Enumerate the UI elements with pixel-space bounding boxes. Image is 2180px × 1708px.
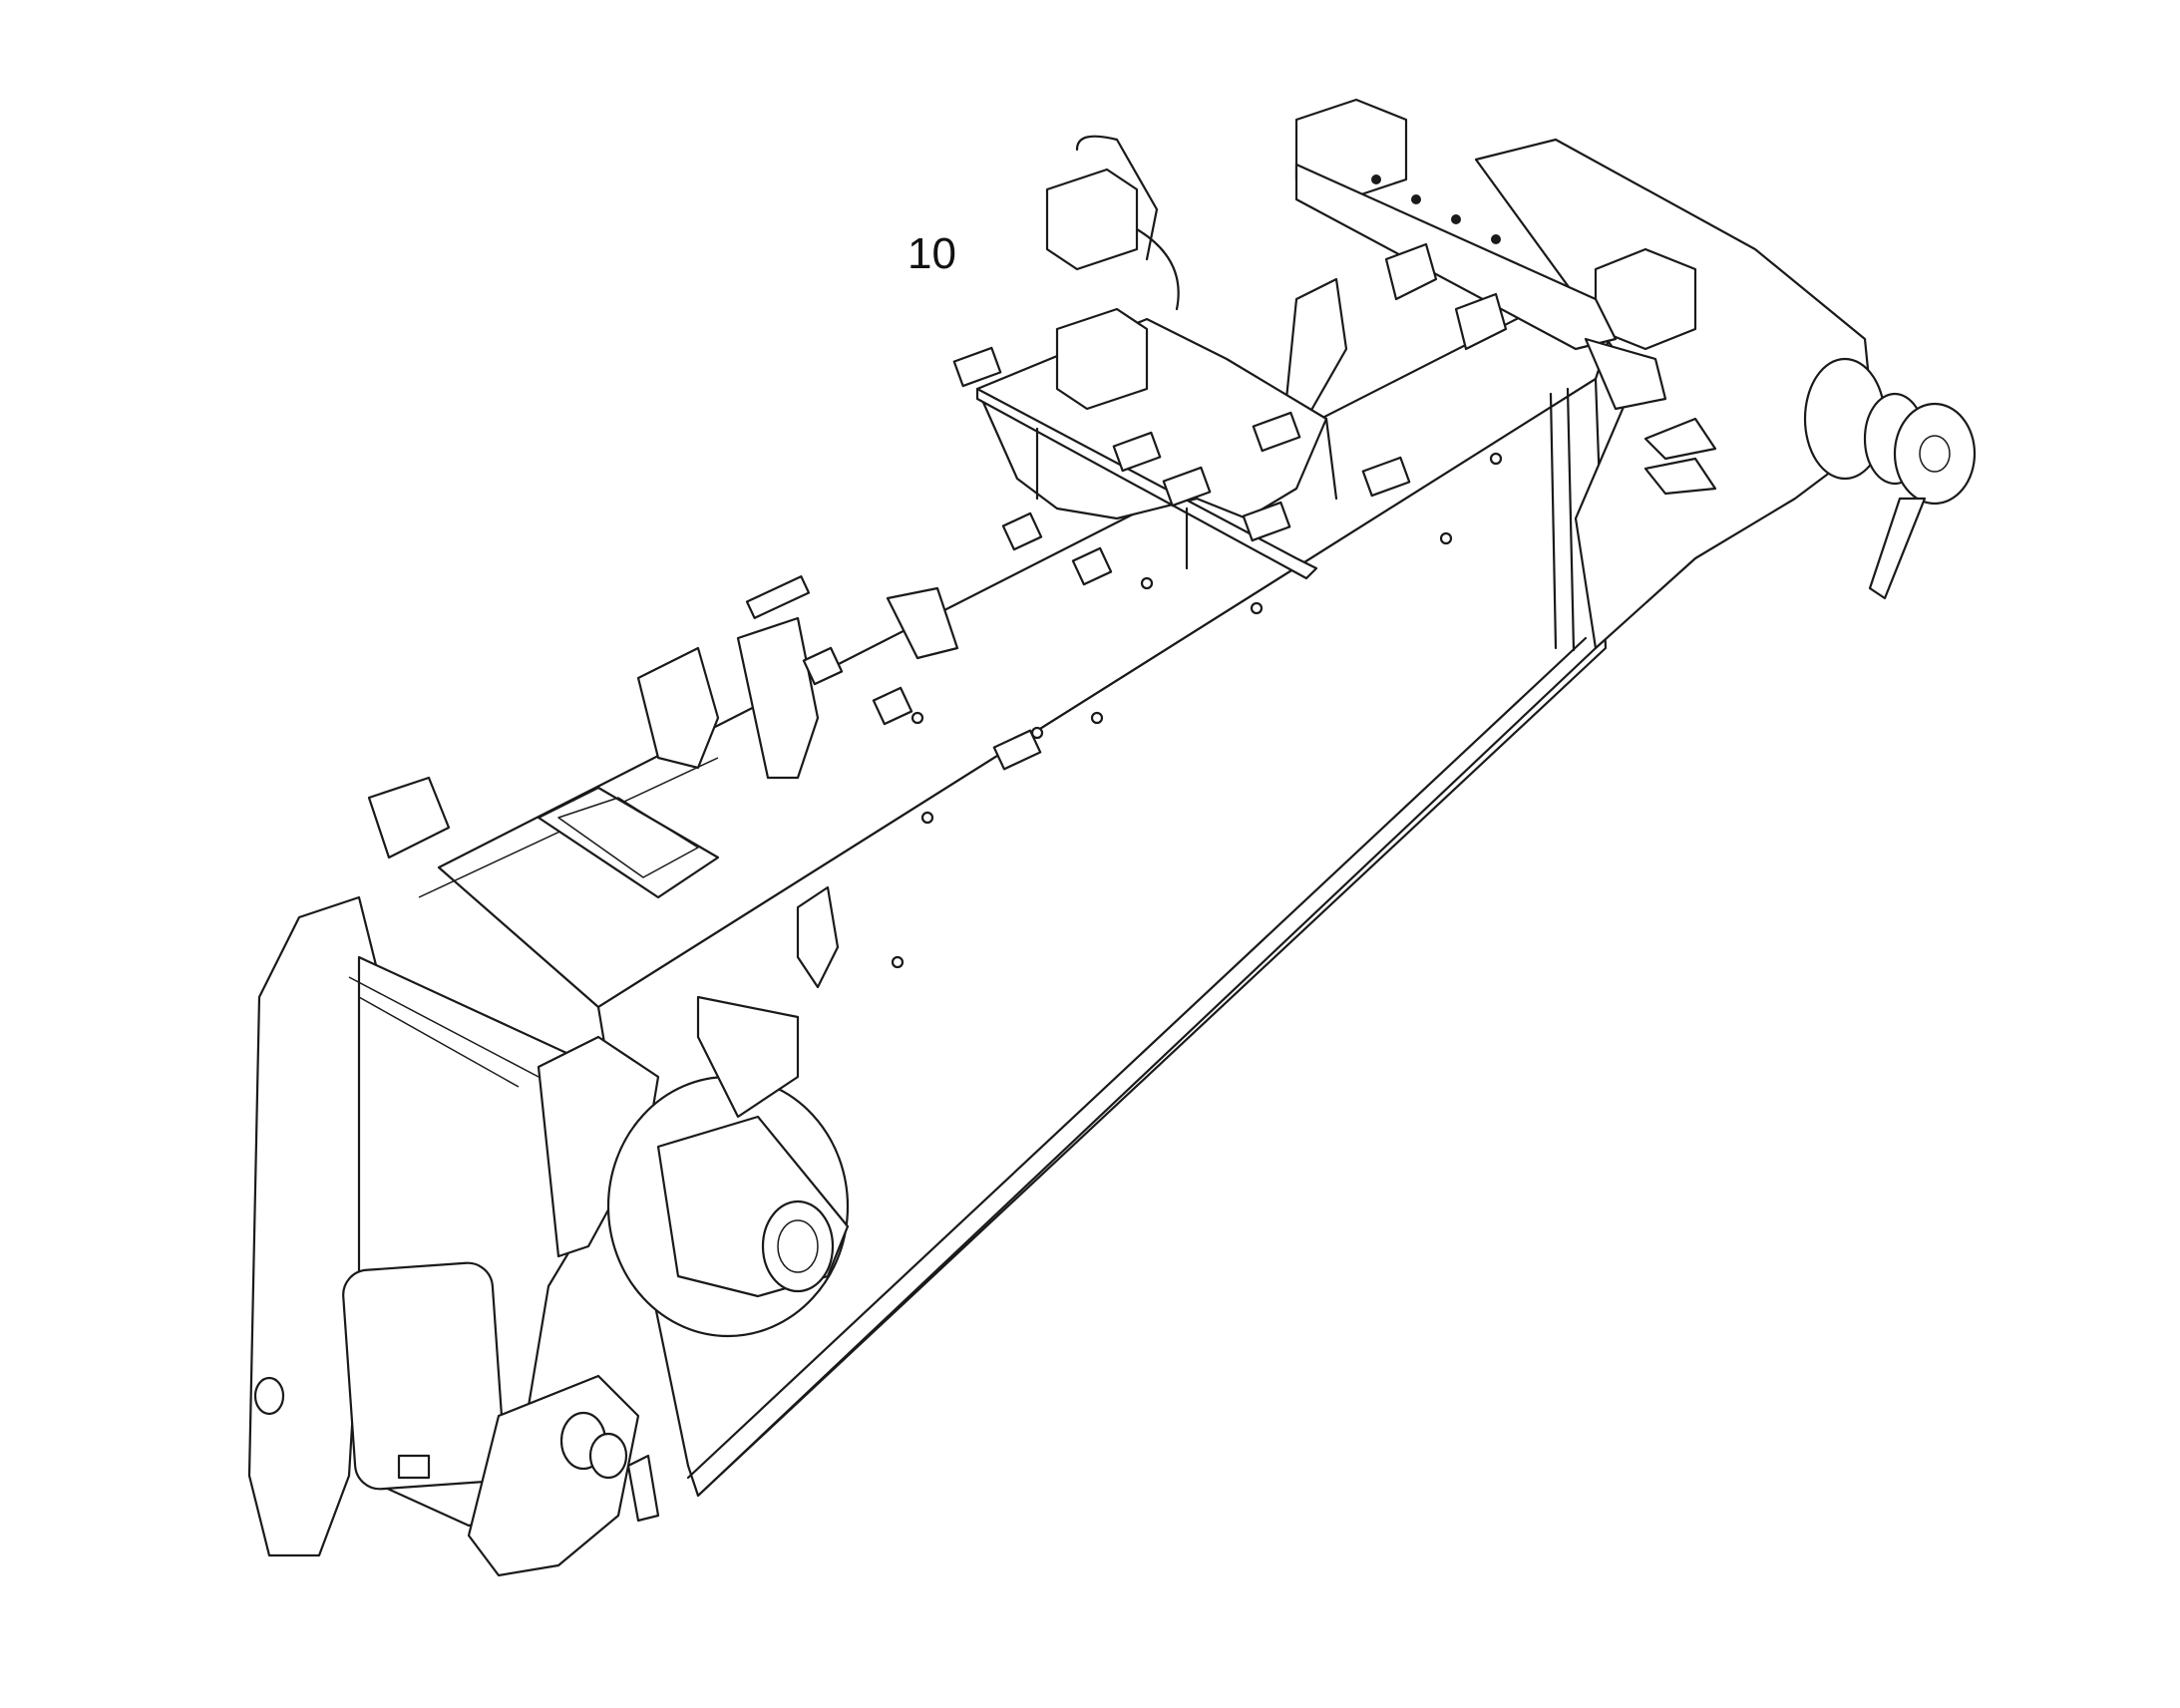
valve-manifold-assembly [952, 98, 1697, 580]
deck-clamps [745, 452, 1503, 969]
front-yoke [247, 757, 719, 1577]
lower-strap [397, 1454, 660, 1523]
side-cone-fitting [606, 885, 850, 1338]
boom-body [437, 297, 1618, 1498]
callout-label-10: 10 [908, 229, 956, 278]
top-brackets [537, 277, 1348, 899]
rear-pivot-mount [1474, 138, 1977, 650]
